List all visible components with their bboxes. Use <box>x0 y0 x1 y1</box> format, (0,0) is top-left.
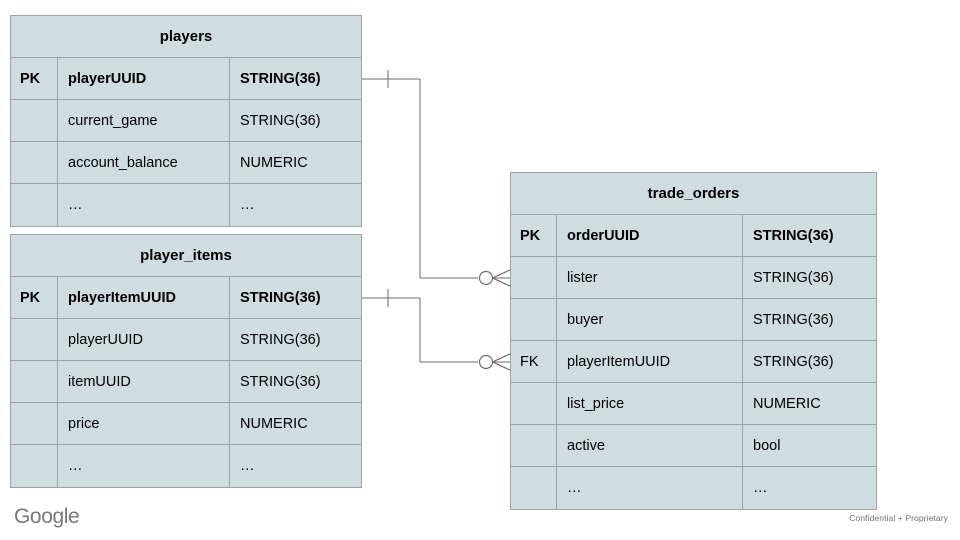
field-type: STRING(36) <box>753 311 834 328</box>
field-key-badge: PK <box>11 277 58 318</box>
field-name: current_game <box>58 100 230 141</box>
field-key-badge: PK <box>511 215 557 256</box>
entity-row[interactable]: playerUUID STRING(36) <box>11 319 361 361</box>
field-type: STRING(36) <box>240 112 321 129</box>
entity-row[interactable]: price NUMERIC <box>11 403 361 445</box>
field-type: STRING(36) <box>240 331 321 348</box>
field-key-badge <box>11 142 58 183</box>
field-name: buyer <box>557 299 743 340</box>
relationship-players-to-trade-orders-lister[interactable] <box>362 70 511 287</box>
field-type: NUMERIC <box>753 395 821 412</box>
cardinality-many-crowsfoot <box>492 269 511 279</box>
field-key-badge <box>511 383 557 424</box>
field-type: STRING(36) <box>753 353 834 370</box>
entity-row[interactable]: list_price NUMERIC <box>511 383 876 425</box>
field-name: playerUUID <box>58 319 230 360</box>
field-key-badge <box>11 403 58 444</box>
entity-row[interactable]: …… <box>511 467 876 509</box>
relationship-player-items-to-trade-orders-fk[interactable] <box>362 289 511 371</box>
field-name: account_balance <box>58 142 230 183</box>
field-type: … <box>240 458 255 474</box>
field-name: playerUUID <box>58 58 230 99</box>
field-type: … <box>240 197 255 213</box>
entity-title-player_items: player_items <box>11 235 361 277</box>
entity-title-trade_orders: trade_orders <box>511 173 876 215</box>
field-key-badge <box>11 184 58 226</box>
field-type: STRING(36) <box>753 269 834 286</box>
field-name: price <box>58 403 230 444</box>
field-type: NUMERIC <box>240 154 308 171</box>
field-type: STRING(36) <box>240 373 321 390</box>
field-name: … <box>58 184 230 226</box>
field-key-badge <box>511 467 557 509</box>
cardinality-zero-circle <box>478 354 494 370</box>
field-name: lister <box>557 257 743 298</box>
field-key-badge <box>11 100 58 141</box>
field-name: playerItemUUID <box>557 341 743 382</box>
google-logo: Google <box>14 505 80 528</box>
field-name: playerItemUUID <box>58 277 230 318</box>
entity-row[interactable]: …… <box>11 445 361 487</box>
confidentiality-note: Confidential + Proprietary <box>849 513 948 523</box>
field-type: STRING(36) <box>240 289 321 306</box>
entity-row[interactable]: itemUUID STRING(36) <box>11 361 361 403</box>
field-type: STRING(36) <box>753 227 834 244</box>
entity-row[interactable]: lister STRING(36) <box>511 257 876 299</box>
entity-row[interactable]: buyer STRING(36) <box>511 299 876 341</box>
field-key-badge: PK <box>11 58 58 99</box>
field-key-badge <box>11 319 58 360</box>
field-type: … <box>753 480 768 496</box>
cardinality-zero-circle <box>478 270 494 286</box>
field-type: NUMERIC <box>240 415 308 432</box>
field-key-badge <box>511 299 557 340</box>
entity-row[interactable]: account_balance NUMERIC <box>11 142 361 184</box>
entity-title-players: players <box>11 16 361 58</box>
field-name: active <box>557 425 743 466</box>
field-key-badge: FK <box>511 341 557 382</box>
cardinality-many-crowsfoot <box>492 361 511 371</box>
field-name: itemUUID <box>58 361 230 402</box>
field-key-badge <box>11 361 58 402</box>
field-type: STRING(36) <box>240 70 321 87</box>
field-key-badge <box>11 445 58 487</box>
field-name: orderUUID <box>557 215 743 256</box>
cardinality-many-crowsfoot <box>492 353 511 363</box>
field-key-badge <box>511 257 557 298</box>
cardinality-many-crowsfoot <box>492 277 511 287</box>
field-name: … <box>58 445 230 487</box>
field-name: … <box>557 467 743 509</box>
field-type: bool <box>753 437 781 454</box>
entity-row[interactable]: current_game STRING(36) <box>11 100 361 142</box>
field-name: list_price <box>557 383 743 424</box>
entity-row[interactable]: active bool <box>511 425 876 467</box>
field-key-badge <box>511 425 557 466</box>
entity-row[interactable]: …… <box>11 184 361 226</box>
